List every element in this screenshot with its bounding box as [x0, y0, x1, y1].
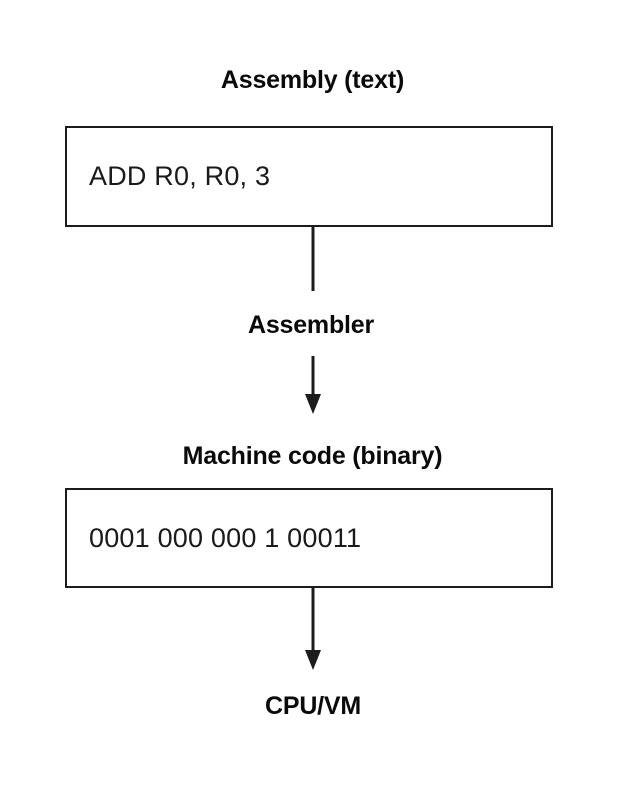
label-assembler: Assembler [247, 311, 375, 339]
arrowhead-machine-code-to-cpu [305, 650, 321, 670]
arrowhead-assembler-to-machine-code [305, 394, 321, 414]
heading-assembly-text: Assembly (text) [220, 66, 405, 94]
machine-code-text: 0001 000 000 1 00011 [89, 522, 362, 553]
heading-machine-code-binary: Machine code (binary) [182, 442, 443, 470]
assembly-code-text: ADD R0, R0, 3 [89, 161, 271, 191]
assembly-code-box: ADD R0, R0, 3 [65, 126, 553, 227]
label-cpu-vm: CPU/VM [264, 692, 362, 720]
machine-code-box: 0001 000 000 1 00011 [65, 488, 553, 588]
